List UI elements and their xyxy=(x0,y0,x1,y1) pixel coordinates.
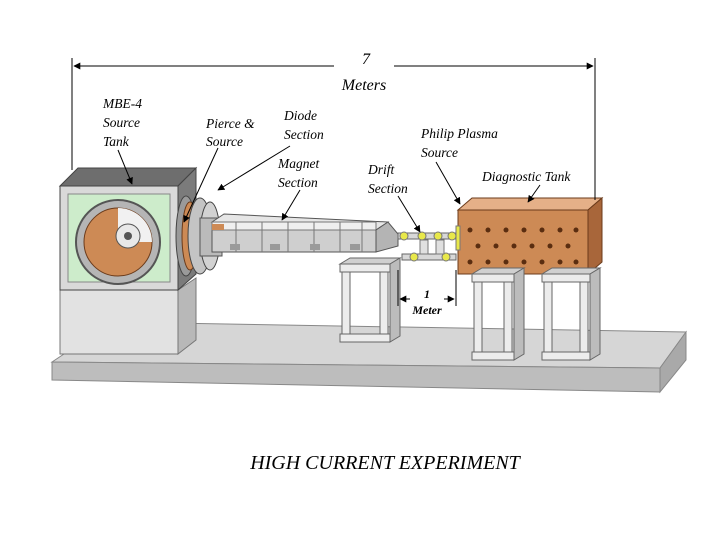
diagnostic-tank xyxy=(455,196,604,276)
leader-arrows xyxy=(117,145,541,233)
label-magnet-line2: Section xyxy=(278,175,318,190)
base-platform xyxy=(50,321,687,394)
label-drift-line2: Section xyxy=(368,181,408,196)
label-drift-line1: Drift xyxy=(367,162,396,177)
drift-section xyxy=(397,231,457,262)
drift-dimension-unit: Meter xyxy=(411,303,442,317)
label-philip-line1: Philip Plasma xyxy=(420,126,498,141)
label-mbe4-line2: Source xyxy=(103,115,140,130)
drift-dimension-value: 1 xyxy=(424,287,430,301)
diagram-title: HIGH CURRENT EXPERIMENT xyxy=(250,452,520,474)
component-labels: MBE-4 Source Tank Pierce & Source Diode … xyxy=(102,96,571,196)
label-diode-line2: Section xyxy=(284,127,324,142)
pierce-diode-assembly xyxy=(175,195,223,277)
label-pierce-line1: Pierce & xyxy=(205,116,255,131)
source-tank xyxy=(58,166,198,292)
magnet-section xyxy=(210,213,399,253)
label-magnet-line1: Magnet xyxy=(277,156,320,171)
label-diode-line1: Diode xyxy=(283,108,317,123)
source-tank-stand xyxy=(59,277,197,356)
overall-dimension-value: 7 xyxy=(362,51,371,68)
label-pierce-line2: Source xyxy=(206,134,243,149)
label-mbe4-line1: MBE-4 xyxy=(102,96,142,111)
diagnostic-stands xyxy=(470,267,602,361)
label-philip-line2: Source xyxy=(421,145,458,160)
drift-dimension: 1 Meter xyxy=(397,270,457,318)
label-diagnostic-tank: Diagnostic Tank xyxy=(481,169,571,184)
label-mbe4-line3: Tank xyxy=(103,134,130,149)
overall-dimension-unit: Meters xyxy=(341,77,386,94)
overall-dimension: 7 Meters xyxy=(71,48,596,200)
